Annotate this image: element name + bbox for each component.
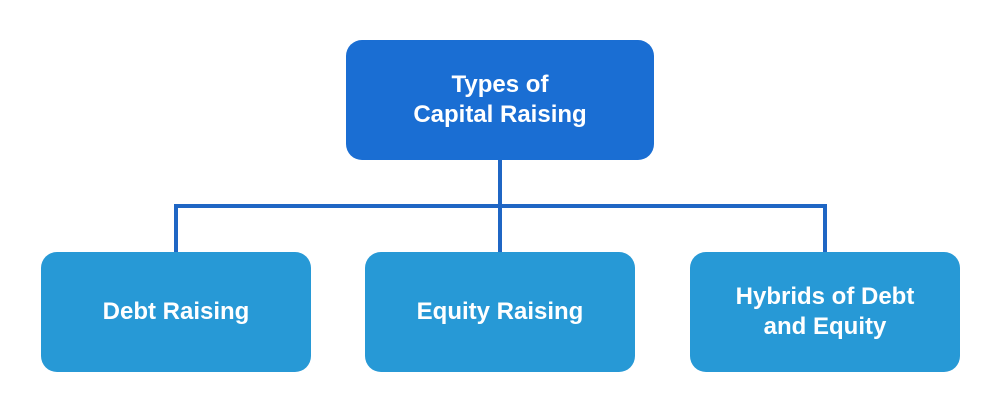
root-node-label: Types of Capital Raising <box>413 71 587 128</box>
child-node-label: Equity Raising <box>416 298 584 325</box>
child-node-equity-raising: Equity Raising <box>365 252 635 372</box>
child-node-label: Hybrids of Debt and Equity <box>735 283 915 340</box>
child-node-debt-raising: Debt Raising <box>41 252 311 372</box>
child-node-label: Debt Raising <box>102 298 250 325</box>
root-node-types-of-capital-raising: Types of Capital Raising <box>346 40 654 160</box>
child-node-hybrids-of-debt-and-equity: Hybrids of Debt and Equity <box>690 252 960 372</box>
